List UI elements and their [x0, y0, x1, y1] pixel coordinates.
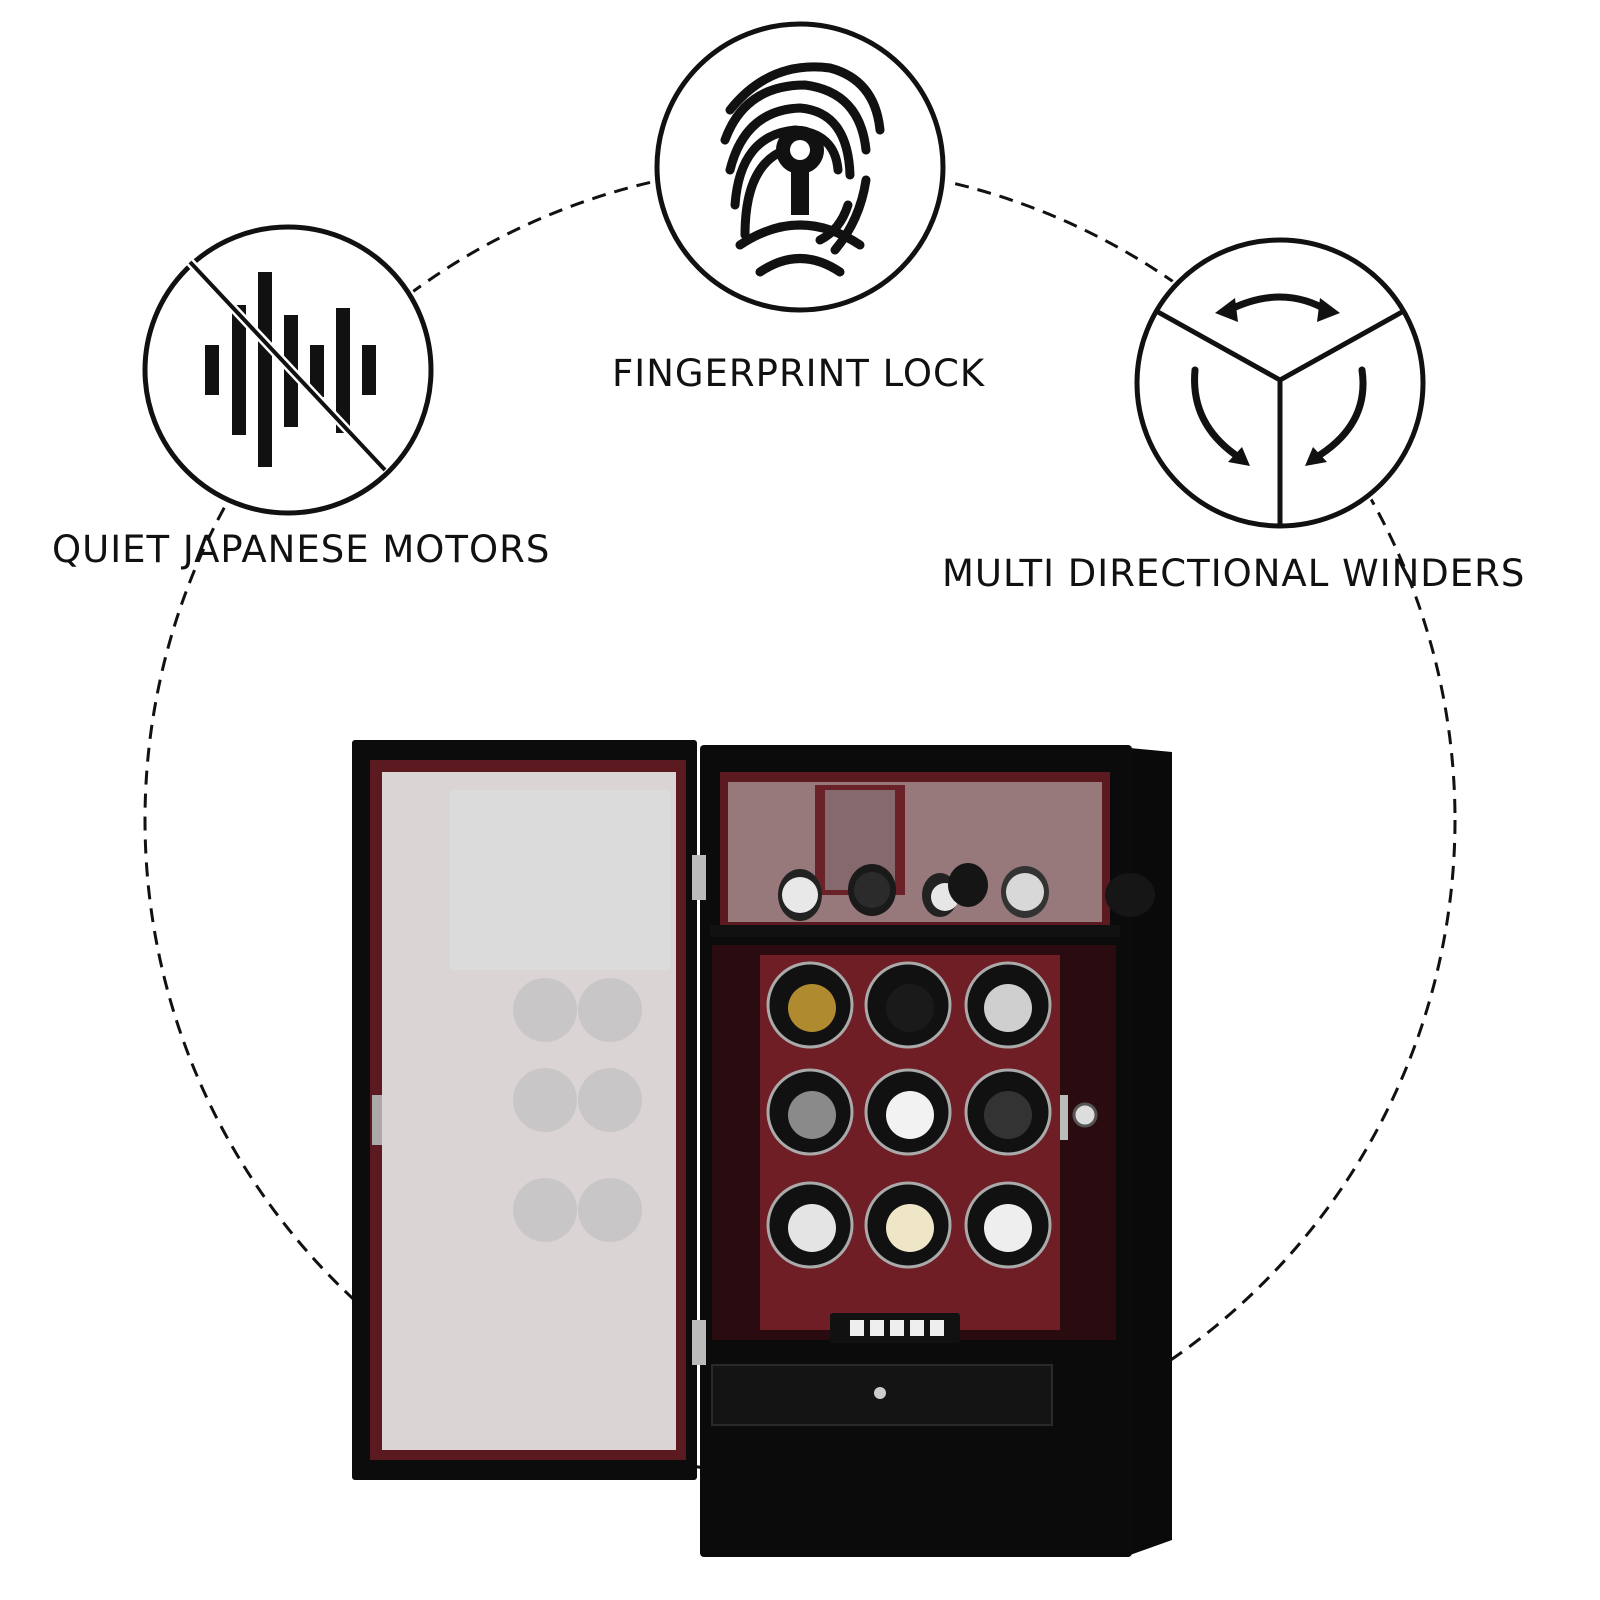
fingerprint-keyhole-icon	[654, 21, 946, 313]
winder-grid	[766, 961, 1052, 1269]
watch-winder-cabinet	[352, 740, 1172, 1557]
rotation-arrows-icon	[1134, 237, 1426, 529]
sound-wave-muted-icon	[142, 224, 434, 516]
display-watches	[778, 863, 1155, 921]
feature-label-winders: MULTI DIRECTIONAL WINDERS	[942, 552, 1526, 595]
feature-label-fingerprint: FINGERPRINT LOCK	[612, 352, 986, 395]
feature-label-motors: QUIET JAPANESE MOTORS	[52, 528, 551, 571]
